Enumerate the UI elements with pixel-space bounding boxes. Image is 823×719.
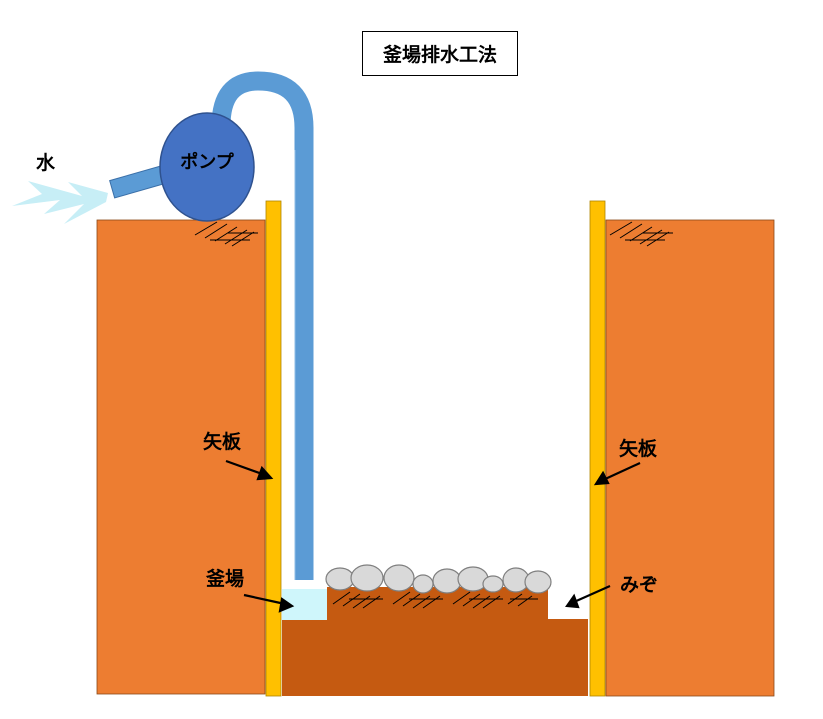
- left-ground: [96, 219, 266, 695]
- water-label: 水: [36, 152, 56, 174]
- water-jet-icon: [12, 181, 108, 224]
- sheet-pile-right: [589, 200, 606, 697]
- sheet-pile-left: [265, 200, 282, 697]
- sump-label: 釜場: [206, 568, 245, 590]
- sheet-pile-right-label: 矢板: [619, 438, 658, 460]
- pump-icon: [159, 112, 255, 222]
- right-ground: [605, 219, 775, 697]
- excavation-floor: [282, 619, 588, 696]
- floor-raised-bed: [327, 587, 548, 621]
- sheet-pile-left-label: 矢板: [203, 431, 242, 453]
- pump-pipe: [211, 71, 314, 580]
- diagram-title: 釜場排水工法: [362, 31, 518, 76]
- pump-label: ポンプ: [180, 152, 234, 173]
- ditch-label: みぞ: [620, 574, 659, 596]
- gravel-stones-icon: [325, 564, 552, 594]
- ground-hatch-icon: [194, 221, 673, 609]
- arrow-icon: [225, 459, 641, 613]
